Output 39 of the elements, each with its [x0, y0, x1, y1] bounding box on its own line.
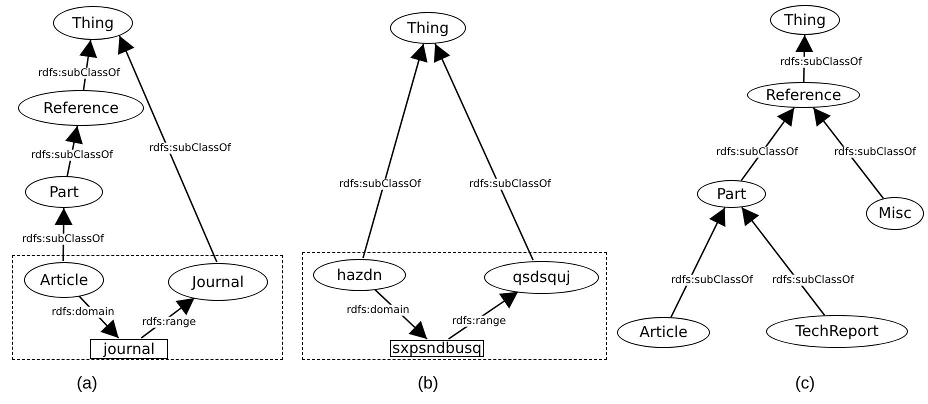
arrow	[670, 207, 726, 318]
class-ellipse: Article	[24, 262, 104, 298]
edge-label: rdfs:subClassOf	[21, 234, 105, 244]
edge-label: rdfs:subClassOf	[37, 68, 121, 78]
panel-caption: (c)	[795, 374, 815, 392]
edge-label: rdfs:subClassOf	[779, 56, 863, 68]
class-ellipse: Misc	[866, 197, 924, 230]
property-box: sxpsndbusq	[390, 340, 484, 357]
class-ellipse: Part	[25, 176, 103, 208]
arrow	[741, 206, 826, 316]
edge-label: rdfs:range	[450, 316, 508, 326]
edge-label: rdfs:domain	[346, 304, 410, 316]
class-ellipse: Thing	[390, 12, 466, 44]
class-ellipse: Journal	[168, 263, 268, 301]
edge-label: rdfs:subClassOf	[771, 274, 855, 286]
edge-label: rdfs:subClassOf	[468, 178, 552, 190]
edge-label: rdfs:range	[140, 316, 198, 328]
edge-label: rdfs:subClassOf	[715, 146, 799, 158]
class-ellipse: hazdn	[313, 259, 406, 291]
class-ellipse: Article	[617, 317, 710, 348]
class-ellipse: Reference	[747, 82, 860, 108]
class-ellipse: TechReport	[766, 315, 908, 348]
arrow	[118, 35, 218, 262]
edge-label: rdfs:domain	[50, 306, 116, 318]
edge-label: rdfs:subClassOf	[30, 150, 114, 160]
arrow	[812, 107, 884, 199]
edge-label: rdfs:subClassOf	[148, 142, 232, 154]
edge-label: rdfs:subClassOf	[670, 274, 754, 286]
class-ellipse: Thing	[53, 6, 133, 40]
class-ellipse: Reference	[18, 90, 144, 126]
class-ellipse: Part	[697, 180, 766, 208]
panel-caption: (b)	[418, 374, 438, 392]
class-ellipse: qsdsquj	[484, 261, 599, 294]
edge-label: rdfs:subClassOf	[833, 146, 917, 158]
arrow	[362, 44, 428, 258]
panel-caption: (a)	[76, 374, 98, 392]
edge-label: rdfs:subClassOf	[338, 178, 422, 190]
class-ellipse: Thing	[770, 5, 840, 35]
property-box: journal	[90, 339, 168, 359]
